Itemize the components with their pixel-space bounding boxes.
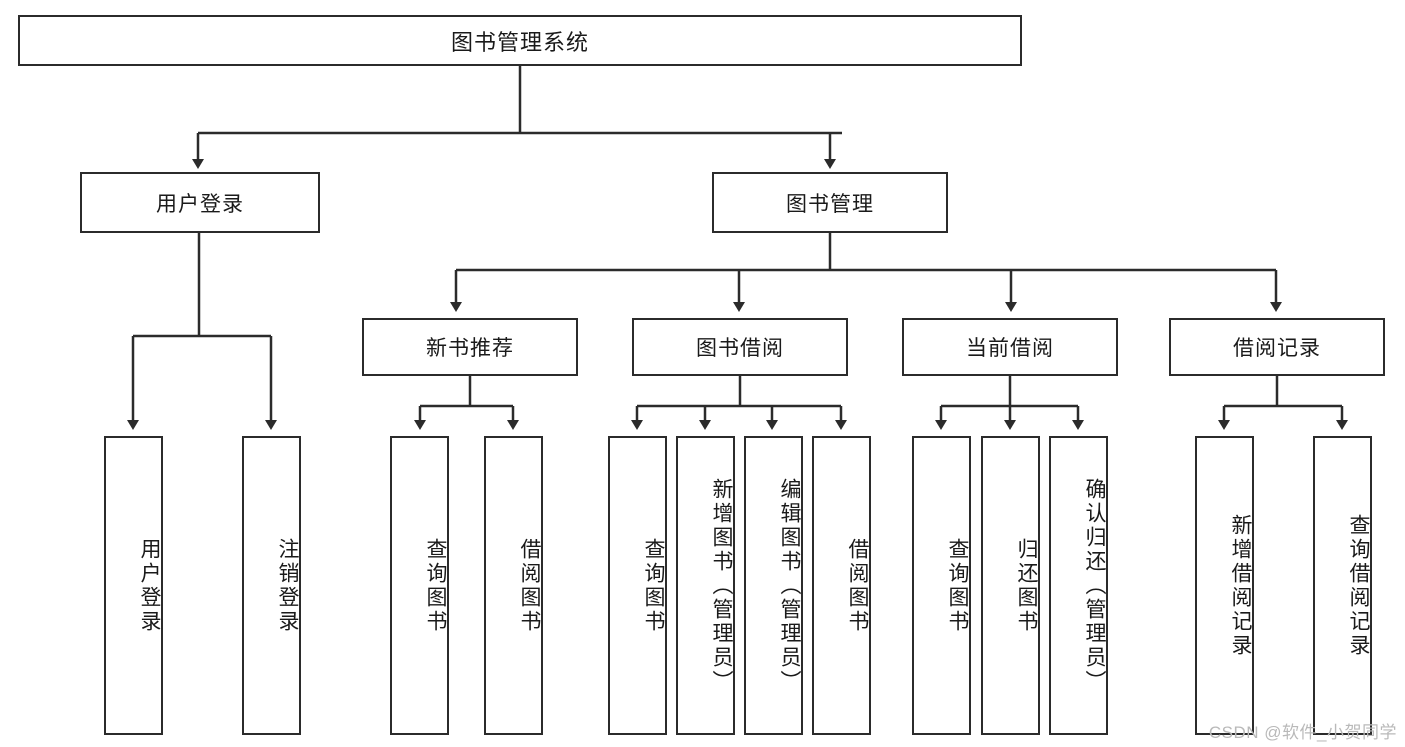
node-label: 编辑图书（管理员） — [778, 477, 801, 694]
leaf-user-login-logout[interactable]: 注销登录 — [242, 436, 301, 735]
node-label: 新增图书（管理员） — [710, 477, 733, 694]
node-label: 查询图书 — [642, 537, 665, 634]
leaf-book-borrow-query[interactable]: 查询图书 — [608, 436, 667, 735]
leaf-new-book-query[interactable]: 查询图书 — [390, 436, 449, 735]
node-new-book-recommend[interactable]: 新书推荐 — [362, 318, 578, 376]
node-user-login[interactable]: 用户登录 — [80, 172, 320, 233]
leaf-current-borrow-confirm-return[interactable]: 确认归还（管理员） — [1049, 436, 1108, 735]
node-label: 借阅图书 — [518, 537, 541, 634]
node-label: 用户登录 — [156, 192, 244, 216]
node-label: 借阅图书 — [846, 537, 869, 634]
node-label: 新书推荐 — [426, 337, 514, 360]
node-label: 归还图书 — [1015, 537, 1038, 634]
watermark: CSDN @软件_小贺同学 — [1208, 723, 1397, 742]
node-label: 图书管理 — [786, 192, 874, 216]
leaf-current-borrow-query[interactable]: 查询图书 — [912, 436, 971, 735]
node-label: 注销登录 — [276, 537, 299, 634]
leaf-user-login-login[interactable]: 用户登录 — [104, 436, 163, 735]
node-borrow-record[interactable]: 借阅记录 — [1169, 318, 1385, 376]
node-label: 图书管理系统 — [450, 29, 589, 55]
leaf-book-borrow-edit[interactable]: 编辑图书（管理员） — [744, 436, 803, 735]
node-label: 查询借阅记录 — [1347, 513, 1370, 658]
node-root-system[interactable]: 图书管理系统 — [18, 15, 1022, 66]
node-label: 借阅记录 — [1233, 337, 1321, 360]
node-label: 当前借阅 — [966, 337, 1054, 360]
leaf-book-borrow-add[interactable]: 新增图书（管理员） — [676, 436, 735, 735]
node-label: 新增借阅记录 — [1229, 513, 1252, 658]
node-book-management[interactable]: 图书管理 — [712, 172, 948, 233]
node-label: 查询图书 — [946, 537, 969, 634]
node-label: 用户登录 — [138, 537, 161, 634]
leaf-book-borrow-borrow[interactable]: 借阅图书 — [812, 436, 871, 735]
node-current-borrow[interactable]: 当前借阅 — [902, 318, 1118, 376]
leaf-borrow-record-add[interactable]: 新增借阅记录 — [1195, 436, 1254, 735]
leaf-new-book-borrow[interactable]: 借阅图书 — [484, 436, 543, 735]
node-label: 确认归还（管理员） — [1083, 477, 1106, 694]
leaf-borrow-record-query[interactable]: 查询借阅记录 — [1313, 436, 1372, 735]
node-label: 图书借阅 — [696, 337, 784, 360]
leaf-current-borrow-return[interactable]: 归还图书 — [981, 436, 1040, 735]
node-label: 查询图书 — [424, 537, 447, 634]
node-book-borrow[interactable]: 图书借阅 — [632, 318, 848, 376]
